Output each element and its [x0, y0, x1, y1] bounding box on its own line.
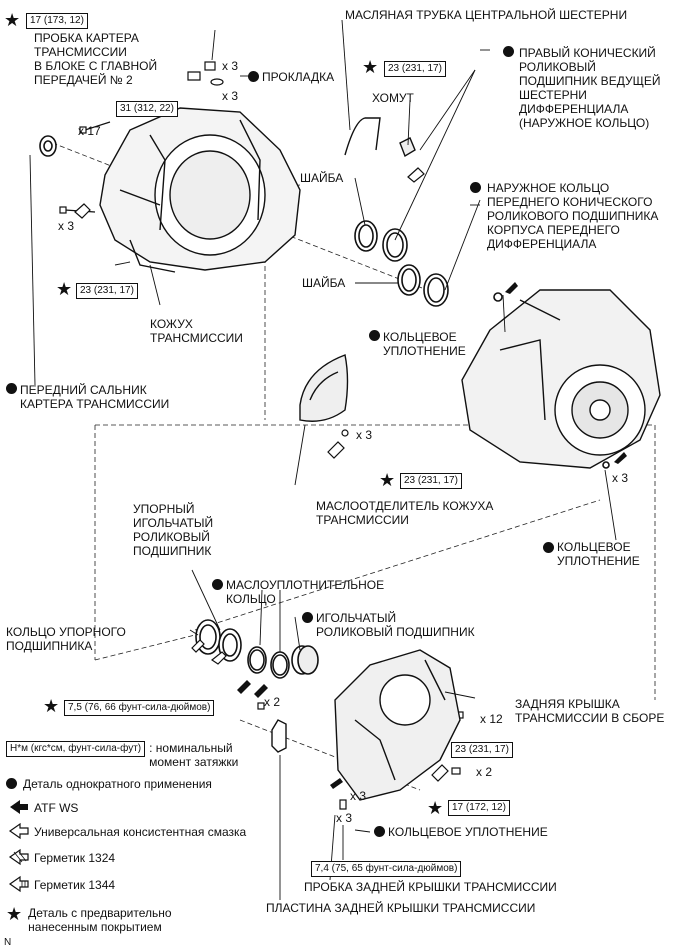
- label-needle-bearing: ИГОЛЬЧАТЫЙ РОЛИКОВЫЙ ПОДШИПНИК: [316, 611, 475, 639]
- legend-torque-desc: : номинальный момент затяжки: [149, 741, 239, 769]
- sealant-1344-legend-icon: [8, 875, 29, 893]
- label-outer-ring-front: НАРУЖНОЕ КОЛЬЦО ПЕРЕДНЕГО КОНИЧЕСКОГО РО…: [487, 181, 659, 251]
- legend-sealant-1344: Герметик 1344: [34, 878, 115, 892]
- quantity-label: x 17: [78, 124, 101, 138]
- rear-cover: [334, 649, 461, 801]
- quantity-label: x 3: [612, 471, 629, 485]
- transmission-case: [461, 289, 661, 469]
- precoated-star-icon: ★: [379, 470, 396, 490]
- legend-sealant-1324: Герметик 1324: [34, 851, 115, 865]
- legend-single-use-text: Деталь однократного применения: [23, 777, 212, 791]
- legend-torque: Н*м (кгс*см, фунт-сила-фут) : номинальны…: [6, 741, 238, 769]
- label-rear-plug: ПРОБКА ЗАДНЕЙ КРЫШКИ ТРАНСМИССИИ: [304, 880, 557, 894]
- quantity-label: x 3: [222, 89, 239, 103]
- washers-and-rings: [354, 220, 610, 469]
- single-use-dot-icon: [6, 383, 17, 394]
- quantity-label: x 3: [350, 789, 367, 803]
- legend-precoated-text: Деталь с предварительно нанесенным покры…: [28, 906, 172, 934]
- label-oring-1: КОЛЬЦЕВОЕ УПЛОТНЕНИЕ: [383, 330, 466, 358]
- torque-box: 17 (173, 12): [26, 13, 88, 29]
- front-oil-seal: [39, 135, 57, 157]
- label-gasket: ПРОКЛАДКА: [262, 70, 335, 84]
- single-use-dot-icon: [374, 826, 385, 837]
- legend-single-use: Деталь однократного применения: [6, 777, 212, 791]
- single-use-dot-icon: [248, 71, 259, 82]
- torque-box: 23 (231, 17): [451, 742, 513, 758]
- oil-separator: [299, 354, 349, 422]
- label-clamp: ХОМУТ: [372, 91, 414, 105]
- legend-sealant-1344-text: Герметик 1344: [34, 878, 116, 892]
- label-front-seal: ПЕРЕДНИЙ САЛЬНИК КАРТЕРА ТРАНСМИССИИ: [20, 383, 170, 411]
- legend-torque-box: Н*м (кгс*см, фунт-сила-фут): [6, 741, 146, 757]
- label-washer-2: ШАЙБА: [302, 276, 346, 290]
- quantity-label: x 2: [264, 695, 281, 709]
- oil-tube: [344, 117, 416, 158]
- grease-legend-icon: [8, 822, 29, 840]
- rear-rings: [195, 619, 319, 679]
- torque-box: 7,5 (76, 66 фунт-сила-дюймов): [64, 700, 215, 716]
- single-use-dot-icon: [470, 182, 481, 193]
- legend-atf-text: ATF WS: [34, 801, 79, 815]
- single-use-dot-icon: [302, 612, 313, 623]
- bolts: [59, 61, 464, 810]
- torque-box: 17 (172, 12): [448, 800, 510, 816]
- label-washer-1: ШАЙБА: [300, 171, 344, 185]
- precoated-star-icon: ★: [56, 279, 73, 299]
- sealant-1324-legend-icon: [8, 848, 29, 866]
- sealant-arrows: [74, 71, 449, 782]
- legend-grease: Универсальная консистентная смазка: [34, 825, 246, 839]
- label-thrust-race: КОЛЬЦО УПОРНОГО ПОДШИПНИКА: [6, 625, 126, 653]
- label-oil-seal-ring: МАСЛОУПЛОТНИТЕЛЬНОЕ КОЛЬЦО: [226, 578, 385, 606]
- corner-mark: N: [4, 937, 12, 948]
- quantity-label: x 3: [336, 811, 353, 825]
- quantity-label: x 3: [58, 219, 75, 233]
- transmission-housing: [99, 107, 301, 273]
- legend-icons: [8, 800, 29, 893]
- single-use-dot-icon: [543, 542, 554, 553]
- label-right-bearing: ПРАВЫЙ КОНИЧЕСКИЙ РОЛИКОВЫЙ ПОДШИПНИК ВЕ…: [519, 46, 661, 130]
- precoated-star-icon: ★: [427, 798, 444, 818]
- label-rear-cover: ЗАДНЯЯ КРЫШКА ТРАНСМИССИИ В СБОРЕ: [515, 697, 665, 725]
- torque-box: 23 (231, 17): [400, 473, 462, 489]
- precoated-star-icon: ★: [4, 10, 21, 30]
- label-separator: МАСЛООТДЕЛИТЕЛЬ КОЖУХА ТРАНСМИССИИ: [316, 499, 494, 527]
- label-rear-plate: ПЛАСТИНА ЗАДНЕЙ КРЫШКИ ТРАНСМИССИИ: [266, 901, 536, 915]
- single-use-dot-icon: [6, 778, 17, 789]
- precoated-star-icon: ★: [6, 904, 23, 924]
- precoated-star-icon: ★: [362, 57, 379, 77]
- label-plug-case: ПРОБКА КАРТЕРА ТРАНСМИССИИ В БЛОКЕ С ГЛА…: [34, 31, 158, 87]
- legend-precoated: ★ Деталь с предварительно нанесенным пок…: [6, 904, 172, 934]
- label-thrust-bearing: УПОРНЫЙ ИГОЛЬЧАТЫЙ РОЛИКОВЫЙ ПОДШИПНИК: [133, 502, 214, 558]
- label-oring-2: КОЛЬЦЕВОЕ УПЛОТНЕНИЕ: [557, 540, 640, 568]
- legend-sealant-1324-text: Герметик 1324: [34, 851, 116, 865]
- legend-grease-text: Универсальная консистентная смазка: [34, 825, 247, 839]
- atf-arrows: [237, 282, 627, 789]
- torque-box: 23 (231, 17): [384, 61, 446, 77]
- label-oil-tube: МАСЛЯНАЯ ТРУБКА ЦЕНТРАЛЬНОЙ ШЕСТЕРНИ: [345, 8, 628, 22]
- single-use-dot-icon: [369, 330, 380, 341]
- rear-plate: [271, 719, 287, 753]
- quantity-label: x 3: [356, 428, 373, 442]
- quantity-label: x 12: [480, 712, 503, 726]
- atf-legend-icon: [10, 800, 28, 814]
- label-housing: КОЖУХ ТРАНСМИССИИ: [150, 317, 243, 345]
- grease-arrows: [191, 639, 227, 665]
- precoated-star-icon: ★: [43, 696, 60, 716]
- label-oring-3: КОЛЬЦЕВОЕ УПЛОТНЕНИЕ: [388, 825, 548, 839]
- quantity-label: x 2: [476, 765, 493, 779]
- single-use-dot-icon: [503, 46, 514, 57]
- torque-box: 7,4 (75, 65 фунт-сила-дюймов): [311, 861, 462, 877]
- single-use-dot-icon: [212, 579, 223, 590]
- quantity-label: x 3: [222, 59, 239, 73]
- torque-box: 23 (231, 17): [76, 283, 138, 299]
- torque-box: 31 (312, 22): [116, 101, 178, 117]
- legend-atf: ATF WS: [34, 801, 78, 815]
